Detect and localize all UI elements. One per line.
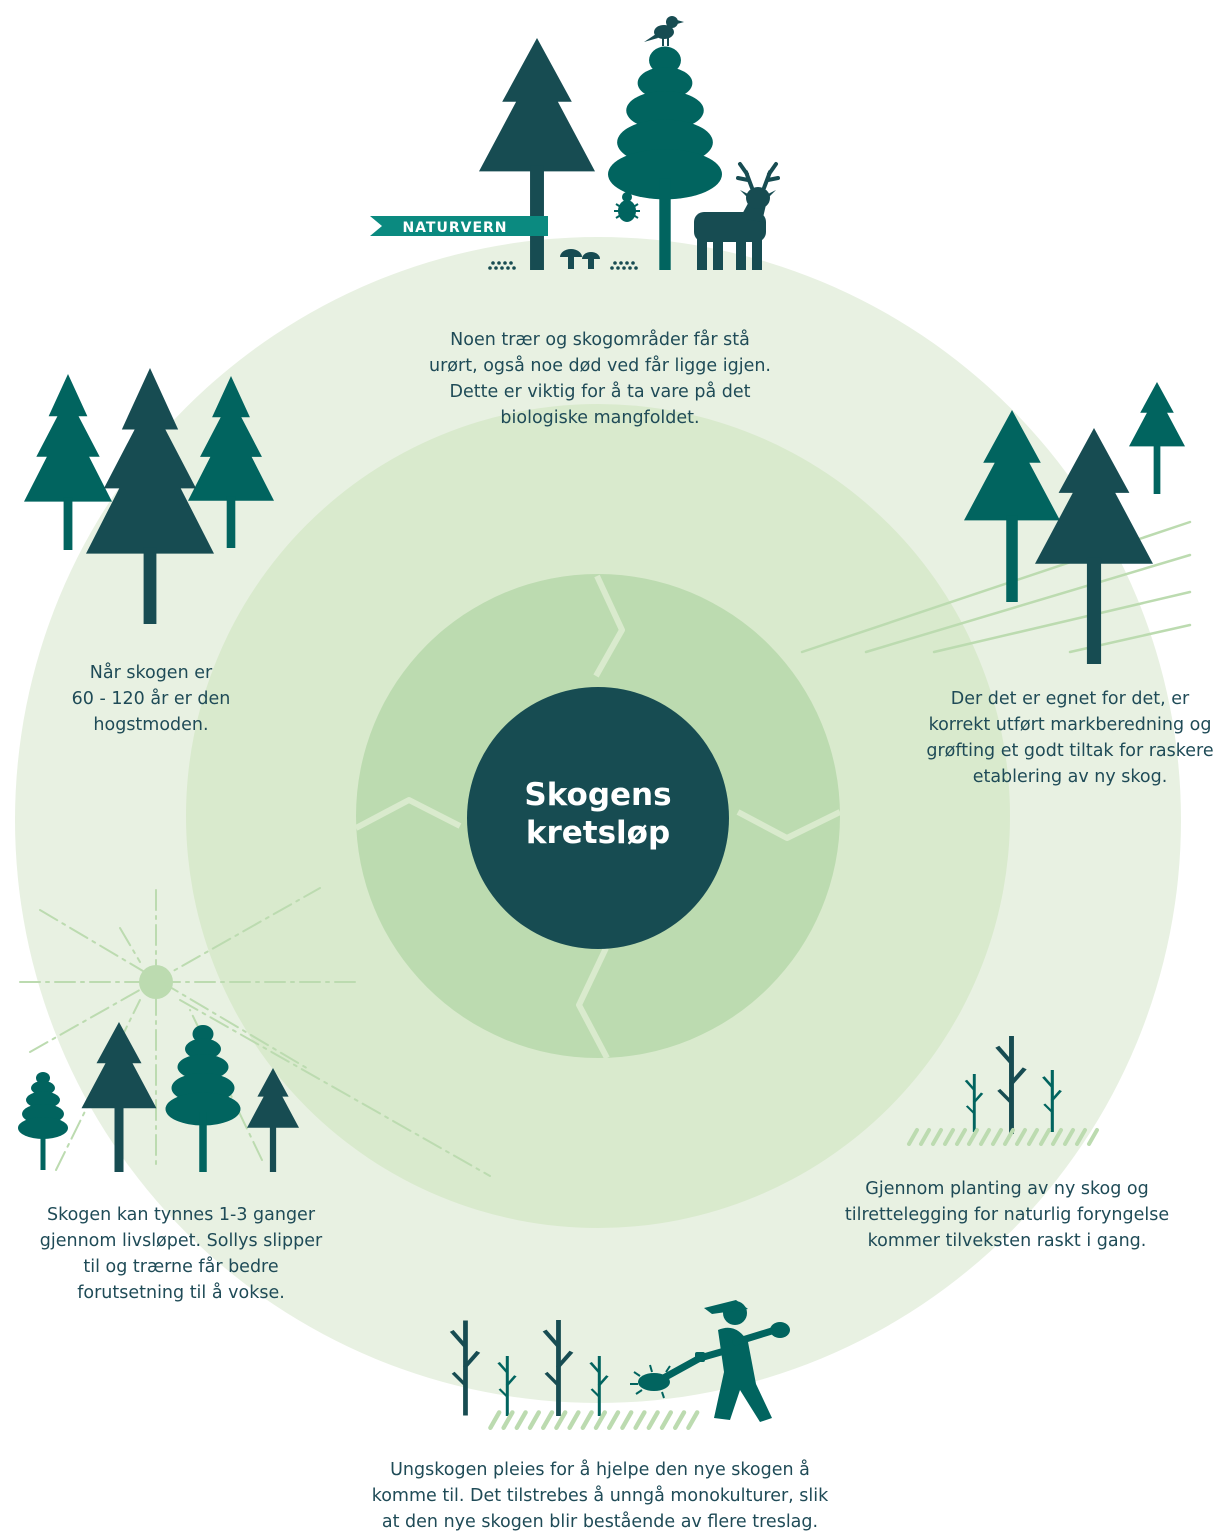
- caption-harvest-ready: Når skogen er 60 - 120 år er den hogstmo…: [71, 663, 231, 735]
- worker-with-clearing-saw-icon: [630, 1300, 790, 1422]
- deer-icon: [694, 162, 780, 270]
- bird-icon: [644, 16, 684, 46]
- segment-divider-left: [354, 797, 462, 831]
- segment-divider-top: [593, 574, 625, 678]
- center-title-line1: Skogens: [524, 777, 672, 813]
- beetle-icon: [614, 192, 640, 222]
- caption-soil-preparation: Der det er egnet for det, er korrekt utf…: [926, 689, 1214, 787]
- naturvern-illustration: NATURVERN: [370, 16, 780, 270]
- sun-icon: [19, 887, 491, 1177]
- caption-naturvern: Noen trær og skogområder får stå urørt, …: [429, 330, 771, 428]
- soil-preparation-illustration: [800, 382, 1192, 664]
- center-circle: [467, 687, 729, 949]
- center-title-line2: kretsløp: [525, 815, 671, 851]
- young-forest-care-illustration: [449, 1300, 790, 1428]
- spruce-tree-icon: [1129, 382, 1185, 494]
- naturvern-banner: NATURVERN: [370, 216, 548, 236]
- grass-icon: [490, 1412, 697, 1427]
- mushroom-icon: [560, 249, 600, 269]
- round-tree-icon: [18, 1072, 68, 1170]
- caption-thinning: Skogen kan tynnes 1-3 ganger gjennom liv…: [39, 1205, 323, 1303]
- caption-planting: Gjennom planting av ny skog og tilrettel…: [844, 1179, 1170, 1251]
- banner-label: NATURVERN: [402, 220, 507, 236]
- segment-divider-bottom: [576, 946, 610, 1060]
- ground-dots: [488, 261, 638, 270]
- segment-divider-right: [736, 809, 842, 841]
- caption-young-forest-care: Ungskogen pleies for å hjelpe den nye sk…: [371, 1460, 829, 1532]
- thinning-illustration: [18, 887, 491, 1177]
- center-title: Skogens kretsløp: [468, 776, 728, 852]
